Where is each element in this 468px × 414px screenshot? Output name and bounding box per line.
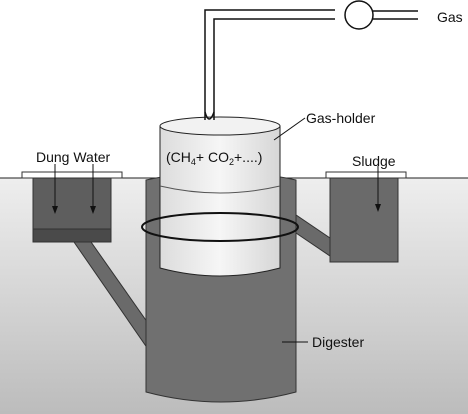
formula-sub-2: 2 [229,157,234,167]
inlet-arrowhead-left [52,206,58,214]
digester-label: Digester [312,334,364,350]
dung-water-label: Dung Water [36,149,111,165]
inlet-arrowhead-right [90,206,96,214]
guide-ring [141,212,299,242]
gas-valve [344,0,374,30]
formula-sub-4: 4 [191,157,196,167]
gas-holder-label: Gas-holder [306,110,376,126]
gas-composition-formula: (CH4+ CO2+....) [166,149,262,167]
formula-tail: +....) [234,149,262,165]
gas-label: Gas [437,9,463,25]
inlet-sediment [32,228,112,243]
gas-holder [159,125,281,277]
gas-pipe-end [204,111,215,120]
formula-ch: (CH [166,149,191,165]
sludge-label: Sludge [352,153,396,169]
outlet-arrowhead [375,204,381,212]
formula-co: + CO [196,149,229,165]
gas-pipe [204,9,335,120]
gas-holder-band [159,185,281,194]
inlet-lid [21,171,123,179]
outlet-lid [325,171,407,179]
gas-holder-leader [273,117,306,141]
outlet-tank [329,177,399,263]
gas-holder-top [159,116,281,136]
